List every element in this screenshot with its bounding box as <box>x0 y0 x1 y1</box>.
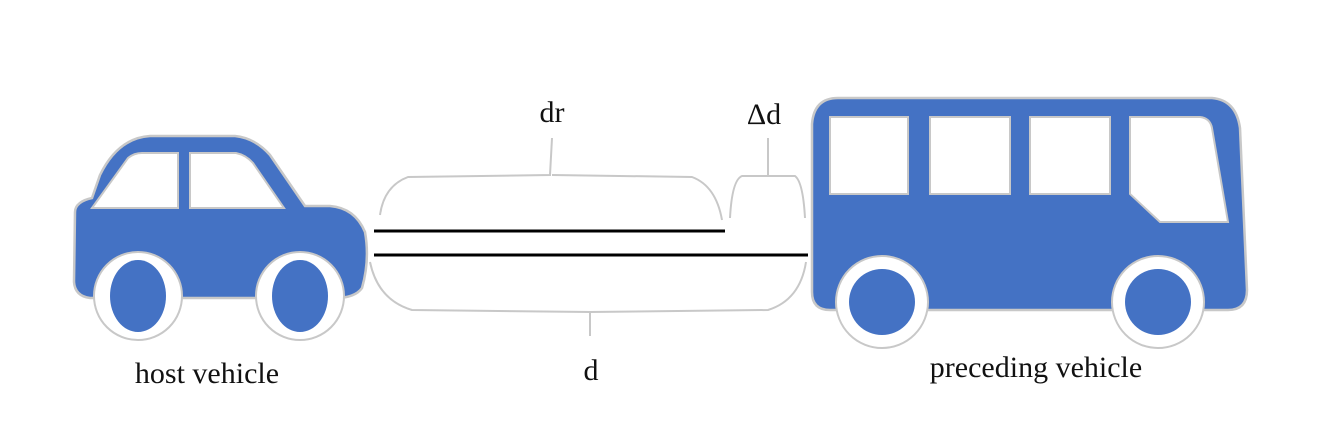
d-label: d <box>584 354 599 387</box>
delta-d-label: Δd <box>747 98 781 131</box>
dr-label: dr <box>540 96 565 129</box>
d-brace <box>369 261 807 336</box>
bus-icon <box>810 96 1249 349</box>
car-icon <box>72 134 369 341</box>
host-vehicle-label: host vehicle <box>135 357 279 390</box>
dr-brace <box>379 137 723 221</box>
preceding-vehicle-label: preceding vehicle <box>930 351 1142 384</box>
delta-d-brace <box>729 138 806 219</box>
